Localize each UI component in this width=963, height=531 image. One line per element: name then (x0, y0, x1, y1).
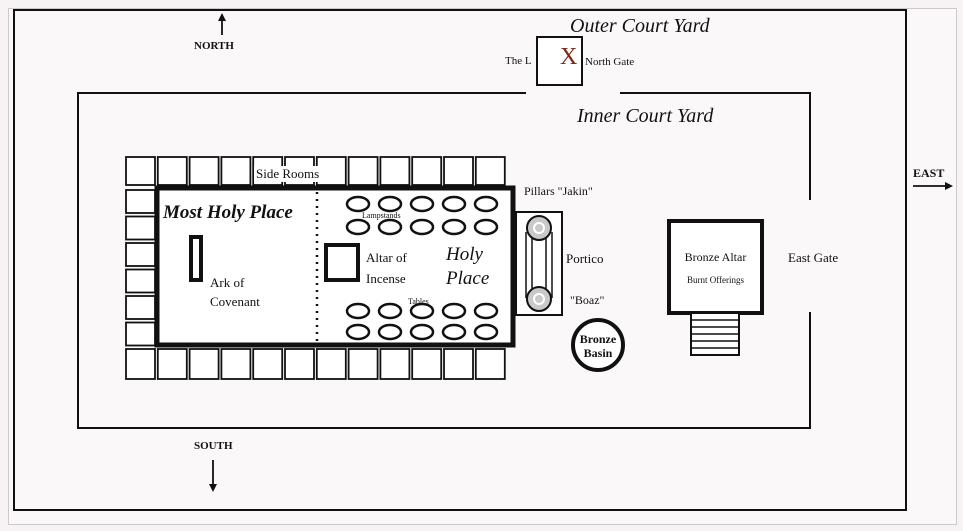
side-room (220, 348, 252, 380)
side-room (125, 348, 156, 380)
furnishing-oval (441, 218, 467, 236)
altar-incense-label-2: Incense (366, 271, 406, 286)
side-room (443, 348, 474, 380)
north-gate (536, 36, 583, 86)
pillar-boaz (526, 286, 552, 312)
side-rooms (125, 156, 506, 380)
side-room (125, 189, 156, 214)
bronze-altar-label-1: Bronze Altar (684, 250, 747, 264)
outer-court-title: Outer Court Yard (570, 15, 710, 37)
outer-court-wall (13, 9, 907, 511)
furnishing-oval (409, 218, 435, 236)
south-label: SOUTH (194, 440, 233, 452)
side-room (252, 348, 284, 380)
lampstands-label: Lampstands (362, 211, 401, 220)
furnishing-oval (345, 323, 371, 341)
side-room (156, 348, 188, 380)
furnishing-oval (441, 302, 467, 320)
side-room (315, 156, 347, 186)
furnishing-oval (409, 195, 435, 213)
holy-place-label-1: Holy (446, 244, 483, 265)
side-room (125, 295, 156, 320)
side-room (347, 156, 379, 186)
east-arrow (913, 182, 953, 190)
side-room (125, 268, 156, 294)
north-label: NORTH (194, 40, 234, 52)
most-holy-place-label: Most Holy Place (163, 202, 293, 223)
side-room (474, 156, 506, 186)
furnishing-oval (377, 195, 403, 213)
ark-label-1: Ark of (210, 275, 245, 290)
side-room (474, 348, 506, 380)
furnishing-oval (473, 218, 499, 236)
side-room (125, 242, 156, 267)
side-room (315, 348, 347, 380)
side-room (379, 348, 411, 380)
altar-of-incense (324, 243, 360, 282)
bronze-basin-label-1: Bronze (579, 332, 617, 346)
side-room (411, 348, 443, 380)
north-gate-mark: X (560, 44, 578, 70)
side-room (220, 156, 252, 186)
north-arrow (218, 13, 226, 35)
lampstands-and-tables (345, 195, 499, 341)
side-room (379, 156, 411, 186)
furnishing-oval (345, 218, 371, 236)
side-rooms-label: Side Rooms (254, 166, 322, 182)
altar-steps (690, 312, 740, 356)
inner-court-title: Inner Court Yard (577, 105, 714, 127)
furnishing-oval (441, 323, 467, 341)
portico-label: Portico (566, 251, 604, 266)
bronze-altar (667, 219, 764, 315)
ark-label-2: Covenant (210, 294, 260, 309)
bronze-basin-label-2: Basin (583, 346, 613, 360)
ark-of-covenant (189, 235, 203, 282)
furnishing-oval (473, 195, 499, 213)
side-room (156, 156, 188, 186)
side-room (443, 156, 474, 186)
side-room (347, 348, 379, 380)
side-room (125, 321, 156, 347)
south-arrow (209, 460, 217, 492)
pillar-jakin-label: Pillars "Jakin" (524, 184, 593, 198)
furnishing-oval (409, 323, 435, 341)
furnishing-oval (409, 302, 435, 320)
inner-court-wall (77, 92, 811, 429)
bronze-basin (571, 318, 625, 372)
side-room (125, 215, 156, 241)
gate-left-label: The L (505, 55, 532, 67)
furnishing-oval (377, 323, 403, 341)
furnishing-oval (345, 302, 371, 320)
furnishing-oval (377, 218, 403, 236)
east-label: EAST (913, 166, 945, 180)
side-room (188, 348, 220, 380)
furnishing-oval (377, 302, 403, 320)
side-room (125, 156, 156, 186)
pillar-jakin (526, 215, 552, 241)
inner-court-wall-ne (620, 92, 811, 200)
side-room (284, 348, 315, 380)
tables-label: Tables (408, 297, 429, 306)
furnishing-oval (345, 195, 371, 213)
altar-incense-label-1: Altar of (366, 250, 407, 265)
holy-place-label-2: Place (446, 268, 490, 289)
east-gate-label: East Gate (788, 250, 839, 265)
pillar-boaz-label: "Boaz" (570, 293, 605, 307)
furnishing-oval (473, 323, 499, 341)
furnishing-oval (473, 302, 499, 320)
furnishing-oval (441, 195, 467, 213)
side-room (188, 156, 220, 186)
north-gate-label: North Gate (585, 56, 635, 68)
bronze-altar-label-2: Burnt Offerings (686, 275, 745, 285)
side-room (411, 156, 443, 186)
